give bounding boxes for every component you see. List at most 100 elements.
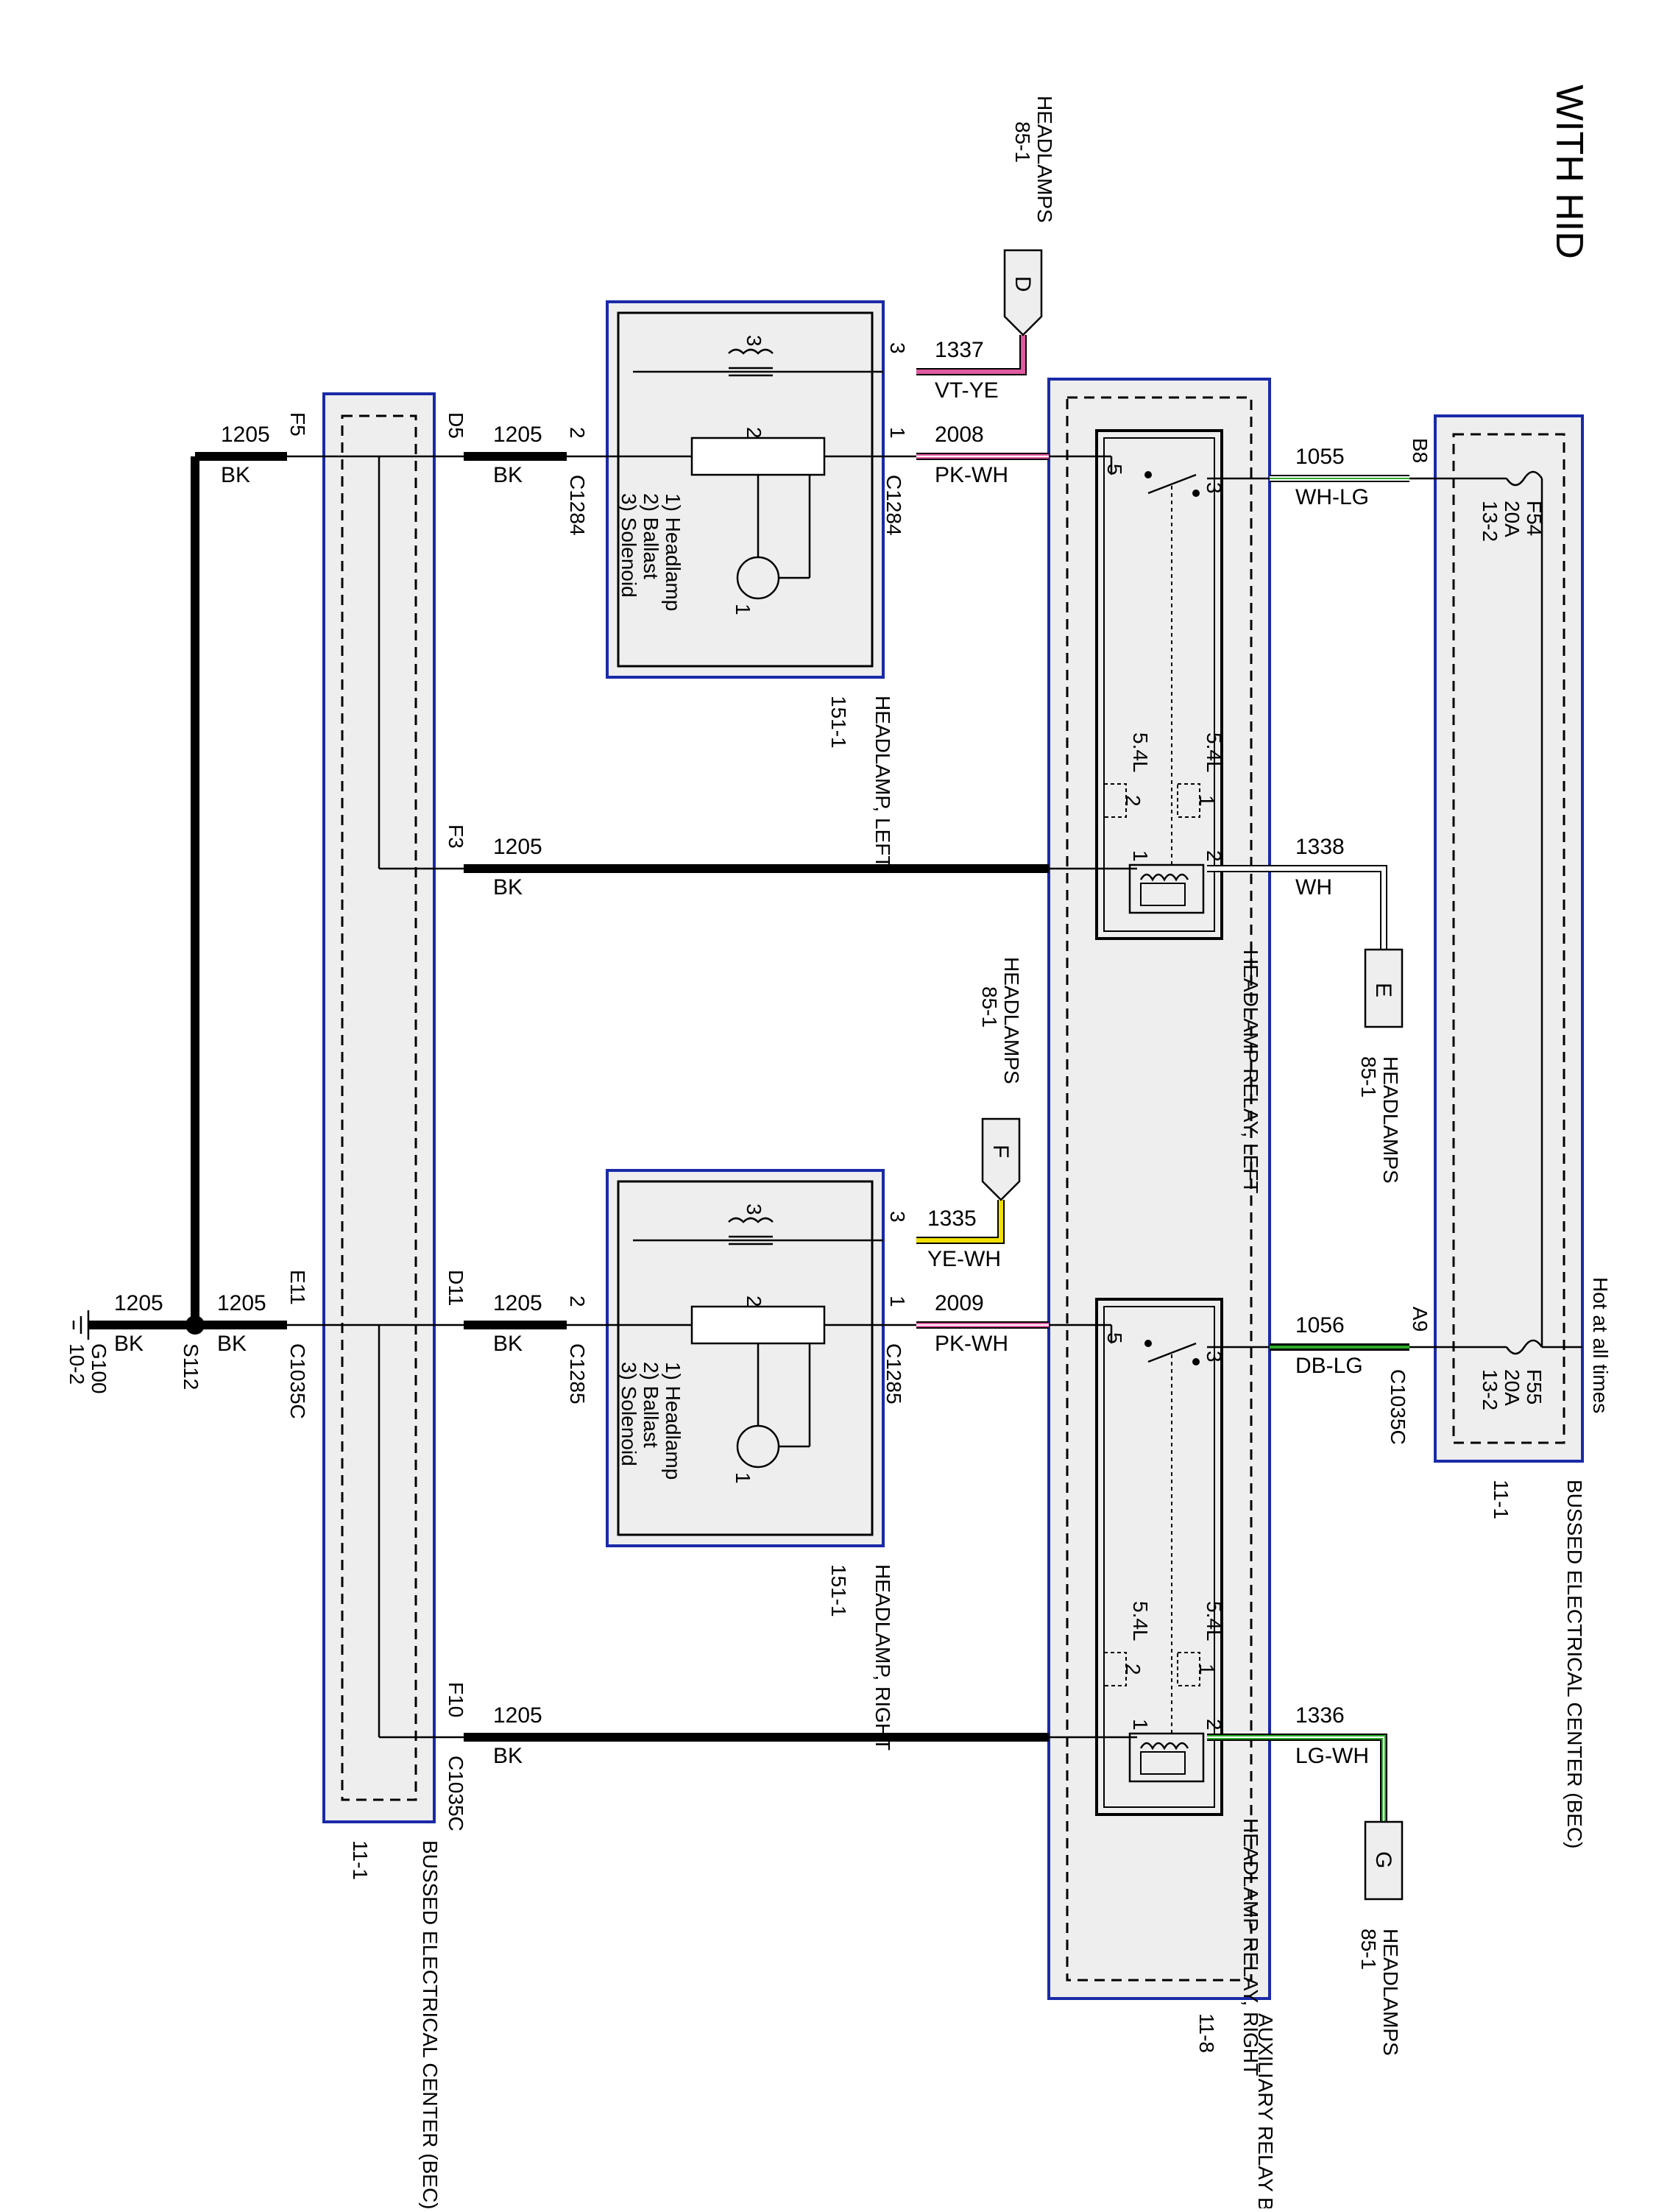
relay-left-pin5: 5: [1103, 464, 1126, 476]
connector-c1285-a: C1285: [566, 1343, 589, 1404]
relay-left-pin3: 3: [1203, 482, 1225, 494]
wire-1205-color-f: BK: [217, 1332, 247, 1356]
bec-left-name: BUSSED ELECTRICAL CENTER (BEC): [419, 1840, 442, 2208]
headlamp-right-legend-3: 3) Solenoid: [618, 1362, 640, 1466]
headlamp-left-solenoid-num: 3: [743, 335, 765, 347]
off-page-g-letter: G: [1371, 1851, 1395, 1868]
wire-1336-circuit: 1336: [1295, 1703, 1345, 1728]
connector-c1035c-b: C1035C: [445, 1756, 467, 1831]
wire-2008: 2008 PK-WH: [824, 423, 1113, 487]
wire-2009-circuit: 2009: [935, 1291, 984, 1315]
wire-1055: 1055 WH-LG: [1207, 445, 1409, 509]
wire-1205-label-g: 1205: [114, 1291, 163, 1315]
off-page-f-target: HEADLAMPS: [1000, 957, 1023, 1084]
pin-f5: F5: [286, 412, 309, 437]
ground-ref: 10-2: [66, 1343, 88, 1385]
fuse-f54-pin: B8: [1409, 438, 1432, 463]
pin-2-c1285: 2: [566, 1296, 589, 1307]
off-page-d-ref: 85-1: [1011, 121, 1034, 163]
headlamp-left-legend-2: 2) Ballast: [640, 493, 662, 579]
headlamp-left-ballast-num: 2: [743, 427, 765, 439]
wire-1338-circuit: 1338: [1295, 835, 1345, 859]
headlamp-relay-right: 3 5 2 1 5.4L 5.4L 1 2 HEADLAMP RELAY, RI…: [1095, 1298, 1262, 2076]
wire-1337-color: VT-YE: [935, 378, 999, 403]
headlamp-left-legend-1: 1) Headlamp: [662, 493, 684, 611]
pin-f3: F3: [445, 824, 467, 849]
wire-1335: 1335 YE-WH: [916, 1200, 1005, 1271]
pin-3-c1284: 3: [886, 342, 909, 354]
off-page-d: D HEADLAMPS 85-1: [1003, 96, 1056, 336]
relay-left-option-b: 5.4L: [1129, 732, 1152, 773]
connector-c1284-a: C1284: [566, 475, 589, 536]
pin-e11: E11: [286, 1270, 309, 1305]
wire-1205-color-b: BK: [493, 463, 523, 487]
relay-left-pin1: 1: [1129, 850, 1152, 862]
headlamp-right-name: HEADLAMP, RIGHT: [871, 1564, 894, 1750]
relay-left-option-box1: 1: [1195, 795, 1218, 807]
pin-2-c1284: 2: [566, 427, 589, 439]
wire-1335-color: YE-WH: [927, 1247, 1001, 1271]
fuse-f54-ref: 13-2: [1479, 501, 1501, 542]
ground-g100: G100 10-2: [66, 1310, 110, 1394]
fuse-f55-connector: C1035C: [1387, 1369, 1409, 1445]
relay-right-name: HEADLAMP RELAY, RIGHT: [1239, 1818, 1262, 2076]
headlamp-relay-left: 3 5 2 1 5.4L 5.4L 1 2 HEADLAMP RELAY, LE…: [1095, 429, 1262, 1193]
fuse-f54-rating: 20A: [1501, 501, 1524, 537]
fuse-f54-id: F54: [1523, 501, 1546, 536]
wire-1205-label-e: 1205: [493, 1703, 542, 1728]
fuse-f55-rating: 20A: [1501, 1369, 1524, 1406]
wire-2008-color: PK-WH: [935, 463, 1008, 487]
hot-at-all-times-label: Hot at all times: [1589, 1277, 1612, 1413]
off-page-g: G HEADLAMPS 85-1: [1357, 1820, 1404, 2056]
off-page-e: E HEADLAMPS 85-1: [1357, 948, 1404, 1184]
headlamp-right-ref: 151-1: [827, 1564, 850, 1617]
off-page-f-letter: F: [988, 1145, 1013, 1158]
wire-1337-circuit: 1337: [935, 338, 984, 362]
relay-right-option-box1: 1: [1195, 1664, 1218, 1675]
relay-right-option-b: 5.4L: [1129, 1601, 1152, 1642]
connector-labels: F5 D5 F3 E11 D11 F10 C1035C C1035C C1284…: [180, 342, 909, 1831]
bec-left-module: BUSSED ELECTRICAL CENTER (BEC) 11-1: [322, 392, 442, 2210]
wire-1056-color: DB-LG: [1295, 1354, 1363, 1378]
off-page-d-target: HEADLAMPS: [1033, 96, 1056, 223]
wire-1055-color: WH-LG: [1295, 485, 1369, 509]
relay-left-pin2: 2: [1203, 850, 1225, 862]
diagram-title: WITH HID: [1548, 85, 1590, 259]
wire-1056-circuit: 1056: [1295, 1313, 1345, 1338]
connector-c1284-b: C1284: [882, 475, 905, 536]
fuse-f55-ref: 13-2: [1479, 1369, 1501, 1410]
relay-right-option-box2: 2: [1122, 1664, 1144, 1675]
headlamp-right-solenoid-num: 3: [743, 1204, 765, 1215]
off-page-g-ref: 85-1: [1357, 1929, 1380, 1970]
aux-relay-box-name: AUXILIARY RELAY BOX 1: [1254, 2013, 1277, 2208]
relay-right-option-a: 5.4L: [1203, 1601, 1225, 1642]
pin-d11: D11: [445, 1270, 467, 1306]
headlamp-right-legend-1: 1) Headlamp: [662, 1362, 684, 1480]
wire-1205-color-c: BK: [493, 875, 523, 900]
relay-left-name: HEADLAMP RELAY, LEFT: [1239, 950, 1262, 1193]
bec-right-ref: 11-1: [1490, 1480, 1512, 1519]
pin-d5: D5: [445, 412, 467, 439]
off-page-e-letter: E: [1371, 983, 1395, 997]
wire-1336: 1336 LG-WH: [1207, 1703, 1387, 1822]
pin-f10: F10: [445, 1682, 467, 1717]
bec-right-name: BUSSED ELECTRICAL CENTER (BEC): [1563, 1480, 1586, 1849]
headlamp-right-ballast-num: 2: [743, 1296, 765, 1307]
ground-id: G100: [88, 1343, 110, 1394]
relay-right-pin1: 1: [1129, 1719, 1152, 1731]
headlamp-left-legend-3: 3) Solenoid: [618, 493, 640, 598]
wire-1205-group: 1205 BK 1205 BK 1205 BK 1205 BK 1205 BK …: [88, 423, 1137, 1768]
off-page-e-target: HEADLAMPS: [1379, 1056, 1402, 1184]
wire-2008-circuit: 2008: [935, 423, 984, 447]
wire-1205-label-d: 1205: [493, 1291, 542, 1315]
off-page-e-ref: 85-1: [1357, 1056, 1380, 1098]
off-page-f: F HEADLAMPS 85-1: [978, 957, 1023, 1201]
fuse-f54: F54 20A 13-2 B8: [1409, 438, 1546, 542]
wire-2009: 2009 PK-WH: [824, 1291, 1113, 1356]
wire-1205-label-c: 1205: [493, 835, 542, 859]
headlamp-left-ref: 151-1: [827, 696, 850, 749]
splice-label: S112: [180, 1343, 202, 1390]
headlamp-left-module: 2 3 1 1) Headlamp 2) Ballast 3) Solenoid…: [606, 300, 894, 868]
